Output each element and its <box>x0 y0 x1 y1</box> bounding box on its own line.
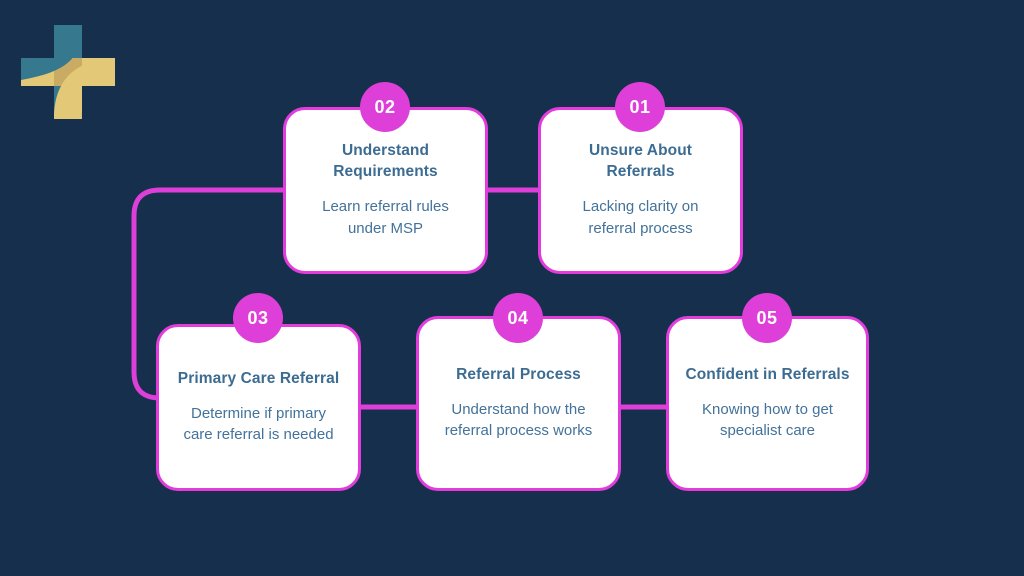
step-card-05[interactable]: Confident in Referrals Knowing how to ge… <box>666 316 869 491</box>
step-badge-04: 04 <box>493 293 543 343</box>
step-card-02-title: Understand Requirements <box>333 142 438 181</box>
step-card-01-title: Unsure About Referrals <box>588 142 693 181</box>
step-card-03[interactable]: Primary Care Referral Determine if prima… <box>156 324 361 491</box>
step-badge-01: 01 <box>615 82 665 132</box>
step-badge-05: 05 <box>742 293 792 343</box>
step-card-03-description: Determine if primary care referral is ne… <box>183 404 334 444</box>
step-card-04-description: Understand how the referral process work… <box>444 400 593 440</box>
step-card-01[interactable]: Unsure About Referrals Lacking clarity o… <box>538 107 743 274</box>
step-card-01-description: Lacking clarity on referral process <box>582 198 699 237</box>
medical-cross-swoosh-icon <box>21 25 115 119</box>
step-card-03-title: Primary Care Referral <box>177 369 340 387</box>
step-card-05-description: Knowing how to get specialist care <box>702 400 833 440</box>
brand-logo <box>20 20 120 120</box>
step-card-02-description: Learn referral rules under MSP <box>322 198 449 237</box>
step-badge-03: 03 <box>233 293 283 343</box>
step-card-05-title: Confident in Referrals <box>685 365 850 383</box>
step-card-04[interactable]: Referral Process Understand how the refe… <box>416 316 621 491</box>
step-card-04-title: Referral Process <box>456 365 581 383</box>
step-badge-02: 02 <box>360 82 410 132</box>
step-card-02[interactable]: Understand Requirements Learn referral r… <box>283 107 488 274</box>
